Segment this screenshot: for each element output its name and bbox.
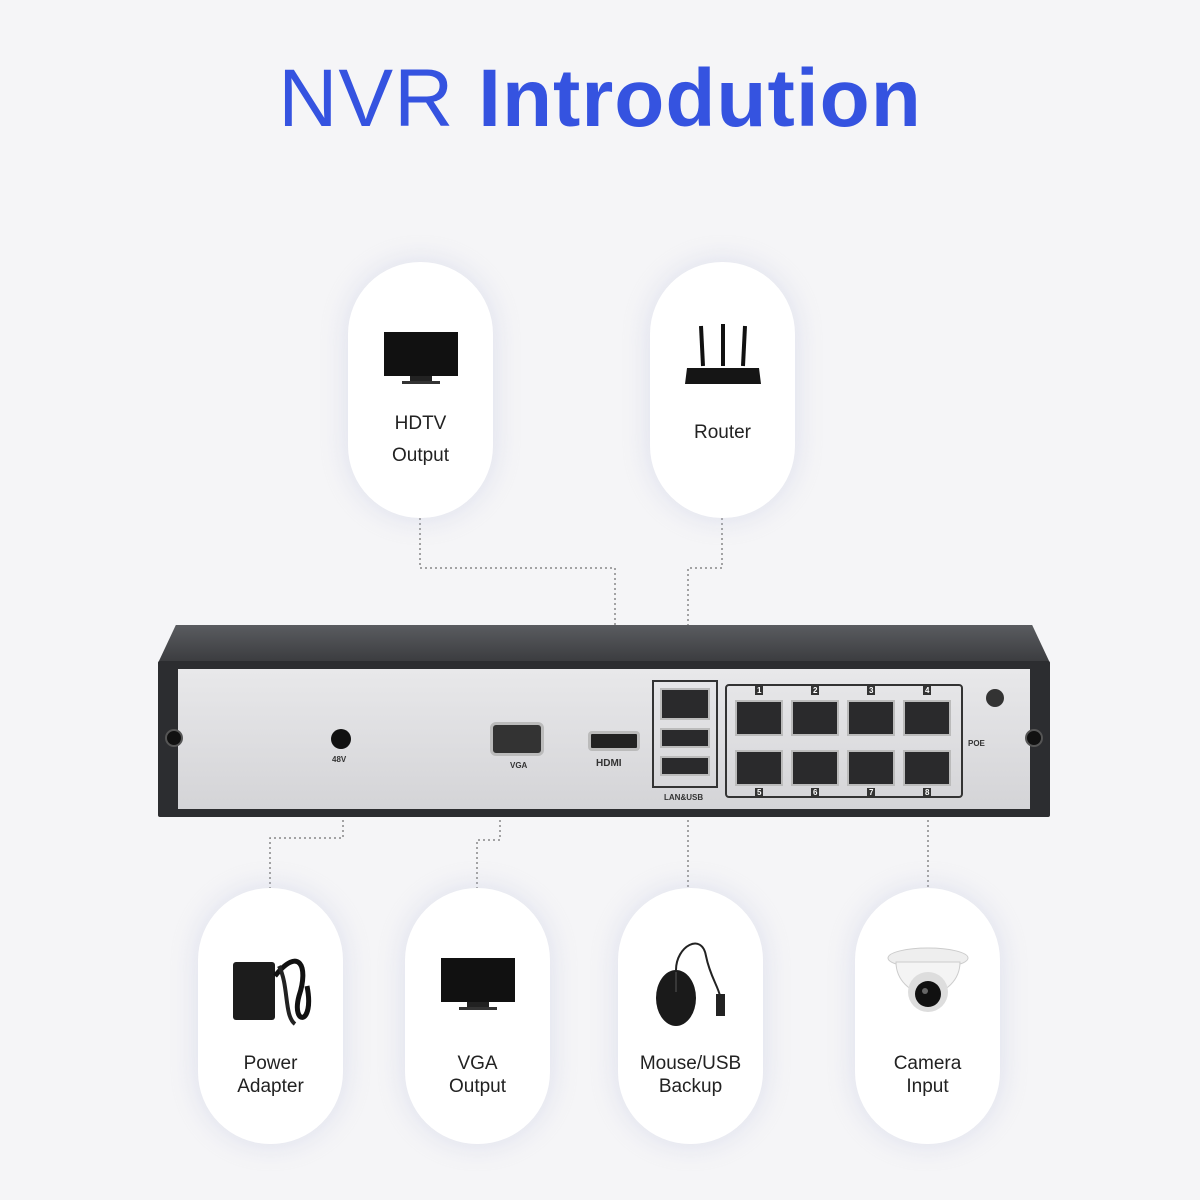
poe-port-number: 3 [867,686,876,695]
poe-port [847,750,895,786]
power-adapter-icon [232,958,311,1026]
poe-port-number: 2 [811,686,820,695]
monitor-icon [440,958,515,1010]
mouse-icon [655,942,725,1026]
hdmi-port [588,731,640,751]
poe-port-number: 6 [811,788,820,797]
card-mouse-usb-backup: Mouse/USB Backup [618,888,763,1144]
poe-port [735,700,783,736]
poe-port-number: 8 [923,788,932,797]
poe-port [903,750,951,786]
poe-port [791,700,839,736]
usb-port [660,728,710,748]
card-hdtv-output: HDTV Output [348,262,493,518]
poe-port [791,750,839,786]
usb-port [660,756,710,776]
poe-port-group: 1 2 3 4 5 6 7 8 [725,684,963,798]
router-icon [684,324,761,384]
poe-port [903,700,951,736]
tv-icon [383,332,458,384]
lan-port [660,688,710,720]
poe-port-number: 1 [755,686,764,695]
card-camera-input: Camera Input [855,888,1000,1144]
poe-port-number: 7 [867,788,876,797]
card-vga-output: VGA Output [405,888,550,1144]
mount-screw [1025,729,1043,747]
poe-port [847,700,895,736]
ground-screw [986,689,1004,707]
dome-camera-icon [887,947,968,1012]
card-power-adapter: Power Adapter [198,888,343,1144]
vga-port [490,722,544,756]
poe-port-number: 5 [755,788,764,797]
poe-port-number: 4 [923,686,932,695]
page-title: NVR Introdution [278,53,922,144]
mount-screw [165,729,183,747]
power-jack [331,729,351,749]
poe-port [735,750,783,786]
card-router: Router [650,262,795,518]
